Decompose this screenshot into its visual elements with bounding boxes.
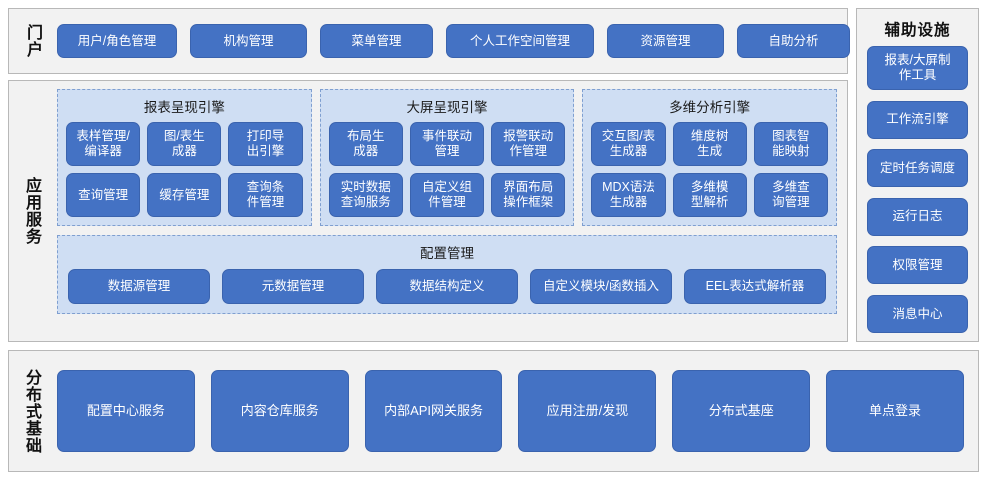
aux-facilities-title: 辅助设施 <box>884 22 951 39</box>
aux-button-消息中心[interactable]: 消息中心 <box>867 294 968 333</box>
aux-button-报表-大屏制-作工具[interactable]: 报表/大屏制 作工具 <box>867 46 968 90</box>
engine-item-自定义组-件管理[interactable]: 自定义组 件管理 <box>409 173 485 217</box>
engine-item-交互图-表-生成器[interactable]: 交互图/表 生成器 <box>591 122 666 166</box>
engine-panel-大屏呈现引擎: 大屏呈现引擎布局生 成器事件联动 管理报警联动 作管理实时数据 查询服务自定义组… <box>319 89 575 226</box>
engine-item-打印导-出引擎[interactable]: 打印导 出引擎 <box>228 122 303 166</box>
engine-item-布局生-成器[interactable]: 布局生 成器 <box>328 122 403 166</box>
engine-item-维度树-生成[interactable]: 维度树 生成 <box>672 122 747 166</box>
engine-item-查询条-件管理[interactable]: 查询条 件管理 <box>228 173 303 217</box>
aux-button-权限管理[interactable]: 权限管理 <box>867 246 968 285</box>
engine-title: 多维分析引擎 <box>669 100 751 115</box>
distributed-base-items: 配置中心服务内容仓库服务内部API网关服务应用注册/发现分布式基座单点登录 <box>53 351 978 471</box>
distributed-item-应用注册-发现[interactable]: 应用注册/发现 <box>518 370 657 452</box>
engine-item-多维模-型解析[interactable]: 多维模 型解析 <box>672 173 747 217</box>
portal-button-用户-角色管理[interactable]: 用户/角色管理 <box>57 24 177 58</box>
engine-item-MDX语法-生成器[interactable]: MDX语法 生成器 <box>591 173 666 217</box>
portal-button-机构管理[interactable]: 机构管理 <box>190 24 307 58</box>
engine-item-表样管理--编译器[interactable]: 表样管理/ 编译器 <box>66 122 141 166</box>
application-service-label: 应用服务 <box>22 177 40 245</box>
config-item-数据结构定义[interactable]: 数据结构定义 <box>376 269 518 304</box>
config-management-panel: 配置管理 数据源管理元数据管理数据结构定义自定义模块/函数插入 EEL表达式解析器 <box>57 235 837 314</box>
portal-section: 门户 用户/角色管理机构管理菜单管理个人工作空间管理资源管理自助分析 <box>8 8 850 74</box>
application-service-section: 应用服务 报表呈现引擎表样管理/ 编译器图/表生 成器打印导 出引擎查询管理缓存… <box>8 80 848 342</box>
aux-button-运行日志[interactable]: 运行日志 <box>867 197 968 236</box>
engine-item-图-表生-成器[interactable]: 图/表生 成器 <box>147 122 222 166</box>
engine-item-查询管理[interactable]: 查询管理 <box>66 173 141 217</box>
engine-grid: 布局生 成器事件联动 管理报警联动 作管理实时数据 查询服务自定义组 件管理界面… <box>328 122 566 217</box>
config-item-元数据管理[interactable]: 元数据管理 <box>222 269 364 304</box>
distributed-item-分布式基座[interactable]: 分布式基座 <box>672 370 811 452</box>
engine-panel-多维分析引擎: 多维分析引擎交互图/表 生成器维度树 生成图表智 能映射 MDX语法 生成器多维模… <box>582 89 838 226</box>
portal-section-label: 门户 <box>23 24 41 58</box>
aux-button-定时任务调度[interactable]: 定时任务调度 <box>867 149 968 188</box>
distributed-base-section: 分布式基础 配置中心服务内容仓库服务内部API网关服务应用注册/发现分布式基座单… <box>8 350 979 472</box>
portal-button-菜单管理[interactable]: 菜单管理 <box>320 24 433 58</box>
distributed-item-内容仓库服务[interactable]: 内容仓库服务 <box>210 370 349 452</box>
engine-title: 报表呈现引擎 <box>143 100 225 115</box>
engine-item-图表智-能映射[interactable]: 图表智 能映射 <box>753 122 829 166</box>
config-item-自定义模块-函数插入[interactable]: 自定义模块/函数插入 <box>530 269 672 304</box>
config-item-数据源管理[interactable]: 数据源管理 <box>68 269 210 304</box>
aux-facilities-list: 报表/大屏制 作工具工作流引擎定时任务调度运行日志权限管理消息中心 <box>867 46 968 333</box>
distributed-item-配置中心服务[interactable]: 配置中心服务 <box>57 370 195 452</box>
aux-button-工作流引擎[interactable]: 工作流引擎 <box>867 100 968 139</box>
portal-button-资源管理[interactable]: 资源管理 <box>607 24 724 58</box>
engine-grid: 表样管理/ 编译器图/表生 成器打印导 出引擎查询管理缓存管理查询条 件管理 <box>66 122 303 217</box>
distributed-item-单点登录[interactable]: 单点登录 <box>826 370 964 452</box>
engine-row: 报表呈现引擎表样管理/ 编译器图/表生 成器打印导 出引擎查询管理缓存管理查询条… <box>57 89 838 226</box>
config-management-items: 数据源管理元数据管理数据结构定义自定义模块/函数插入 EEL表达式解析器 <box>68 269 826 304</box>
engine-item-事件联动-管理[interactable]: 事件联动 管理 <box>409 122 485 166</box>
engine-grid: 交互图/表 生成器维度树 生成图表智 能映射 MDX语法 生成器多维模 型解析多维… <box>591 122 829 217</box>
engine-title: 大屏呈现引擎 <box>406 100 488 115</box>
engine-panel-报表呈现引擎: 报表呈现引擎表样管理/ 编译器图/表生 成器打印导 出引擎查询管理缓存管理查询条… <box>57 89 312 226</box>
portal-items: 用户/角色管理机构管理菜单管理个人工作空间管理资源管理自助分析 <box>55 9 862 73</box>
portal-button-自助分析[interactable]: 自助分析 <box>737 24 850 58</box>
distributed-base-label: 分布式基础 <box>22 368 40 454</box>
portal-button-个人工作空间管理[interactable]: 个人工作空间管理 <box>446 24 594 58</box>
distributed-item-内部API网关服务[interactable]: 内部API网关服务 <box>364 370 503 452</box>
config-item-EEL表达式解析器[interactable]: EEL表达式解析器 <box>684 269 826 304</box>
application-service-body: 报表呈现引擎表样管理/ 编译器图/表生 成器打印导 出引擎查询管理缓存管理查询条… <box>53 81 847 341</box>
aux-facilities-section: 辅助设施 报表/大屏制 作工具工作流引擎定时任务调度运行日志权限管理消息中心 <box>856 8 979 342</box>
engine-item-实时数据-查询服务[interactable]: 实时数据 查询服务 <box>328 173 403 217</box>
engine-item-缓存管理[interactable]: 缓存管理 <box>147 173 222 217</box>
engine-item-多维查-询管理[interactable]: 多维查 询管理 <box>753 173 829 217</box>
engine-item-界面布局-操作框架[interactable]: 界面布局 操作框架 <box>491 173 566 217</box>
engine-item-报警联动-作管理[interactable]: 报警联动 作管理 <box>491 122 566 166</box>
config-management-title: 配置管理 <box>420 246 474 261</box>
